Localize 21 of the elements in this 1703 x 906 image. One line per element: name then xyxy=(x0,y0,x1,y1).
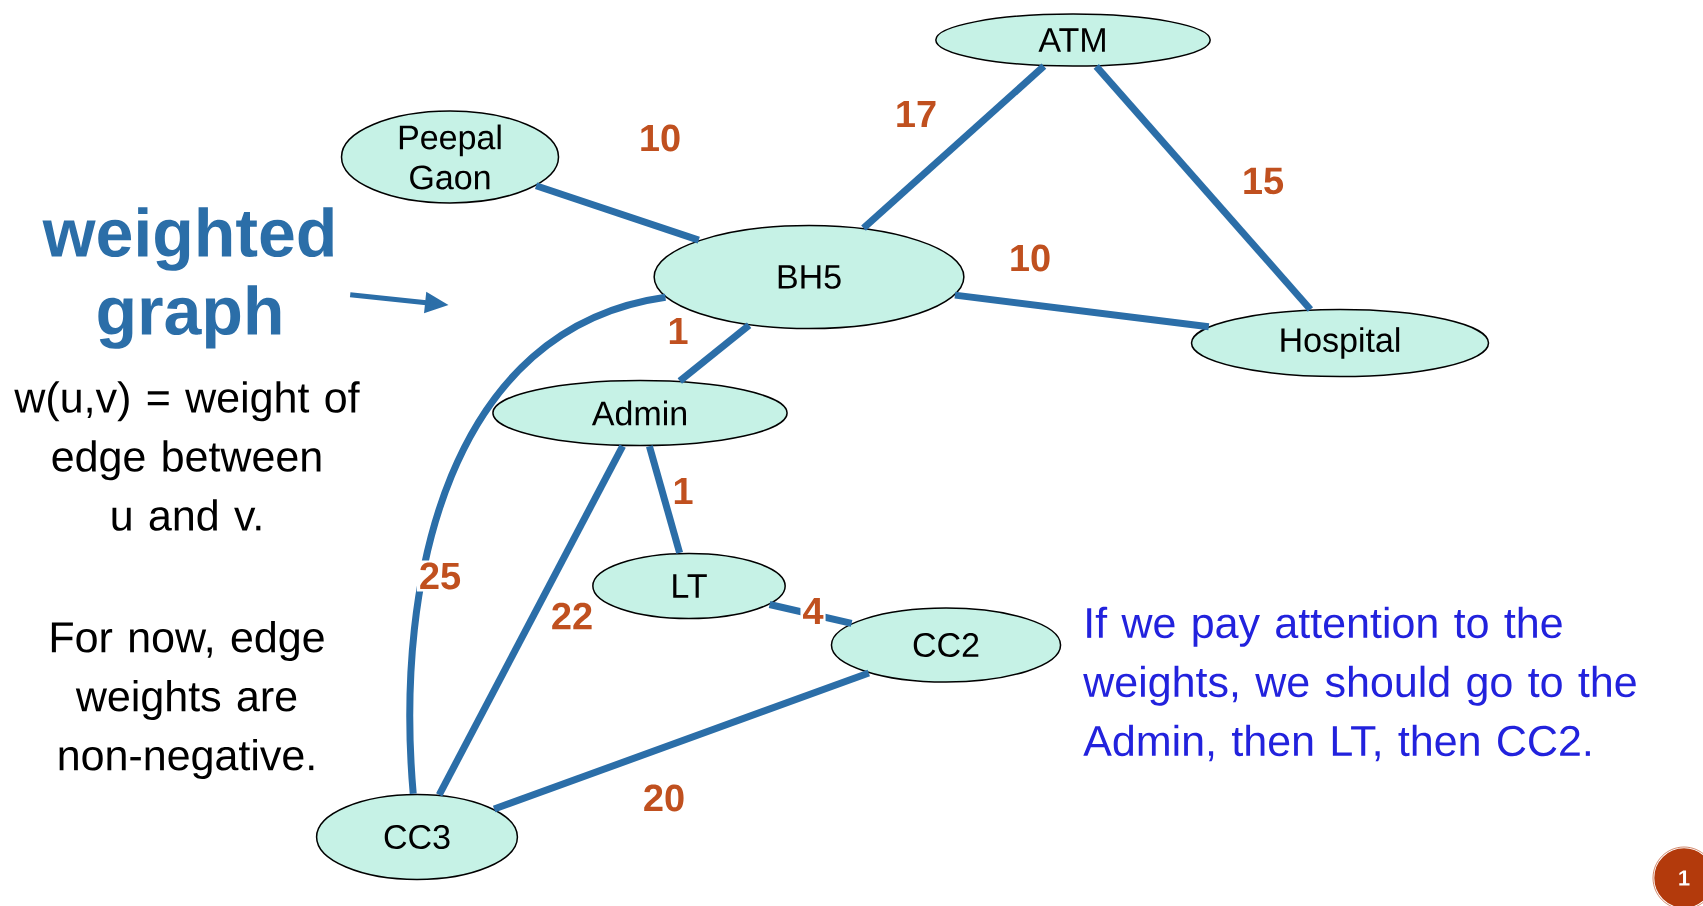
heading-text: weighted graph xyxy=(42,207,333,349)
edge-label: 25 xyxy=(416,560,464,592)
edge-line xyxy=(677,322,752,384)
edge-label: 10 xyxy=(636,122,684,154)
text-paragraph: For now, edge weights are non-negative. xyxy=(51,620,324,780)
edge-label: 17 xyxy=(892,98,940,130)
edge-line xyxy=(436,444,626,797)
page-badge: 1 xyxy=(1651,845,1703,906)
edge-label: 10 xyxy=(1006,242,1054,274)
edge-label: 20 xyxy=(640,782,688,814)
edge-line xyxy=(954,291,1210,331)
edge-label: 15 xyxy=(1239,165,1287,197)
note-paragraph: If we pay attention to the weights, we should go to the Admin, then LT, then CC2. xyxy=(1083,606,1636,762)
edge-label: 4 xyxy=(800,595,826,627)
edge-line xyxy=(534,182,700,244)
edge-line xyxy=(861,63,1047,231)
text-paragraph: w(u,v) = weight of edge between u and v. xyxy=(14,381,360,531)
edge-line xyxy=(646,445,683,554)
edge-line xyxy=(1093,64,1314,312)
edge-line xyxy=(492,669,870,813)
edge-label: 1 xyxy=(670,475,696,507)
